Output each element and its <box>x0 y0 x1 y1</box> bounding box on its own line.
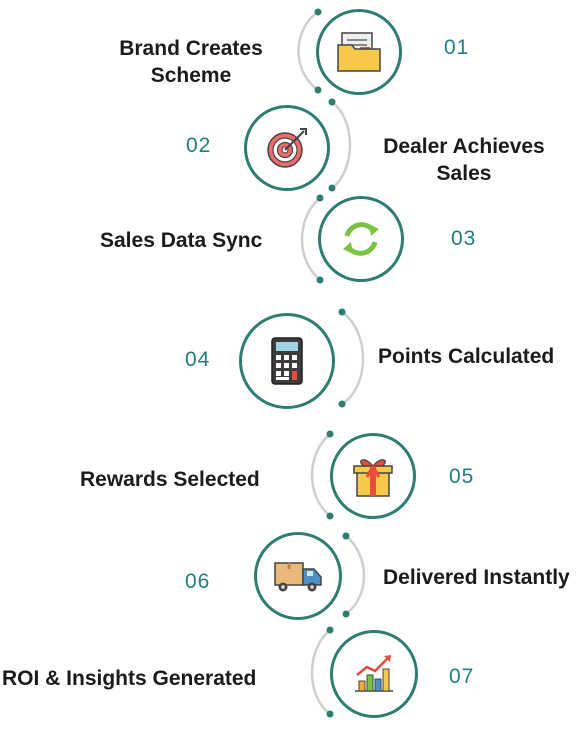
folder-icon <box>337 32 381 72</box>
step-4-circle <box>239 313 335 409</box>
step-4-title: Points Calculated <box>378 345 555 368</box>
step-2-number: 02 <box>186 134 212 157</box>
step-5-title: Rewards Selected <box>80 468 260 491</box>
step-6-number: 06 <box>185 570 211 593</box>
step-7-circle <box>330 630 418 718</box>
delivery-truck-icon <box>274 562 322 592</box>
target-icon <box>267 128 307 168</box>
step-6-circle <box>254 532 342 620</box>
calculator-icon <box>271 337 303 385</box>
step-7-number: 07 <box>449 665 475 688</box>
step-7-title: ROI & Insights Generated <box>2 667 257 690</box>
step-6-title: Delivered Instantly <box>383 566 570 589</box>
step-3-circle <box>318 196 404 282</box>
step-2-circle <box>244 105 330 191</box>
step-4-number: 04 <box>185 348 211 371</box>
step-5-circle <box>330 433 416 519</box>
sync-icon <box>343 222 379 256</box>
step-1-circle <box>316 9 402 95</box>
step-3-number: 03 <box>451 227 477 250</box>
step-5-number: 05 <box>449 465 475 488</box>
step-1-number: 01 <box>444 36 470 59</box>
gift-icon <box>353 459 393 497</box>
growth-chart-icon <box>355 655 393 692</box>
step-3-title: Sales Data Sync <box>100 229 263 252</box>
